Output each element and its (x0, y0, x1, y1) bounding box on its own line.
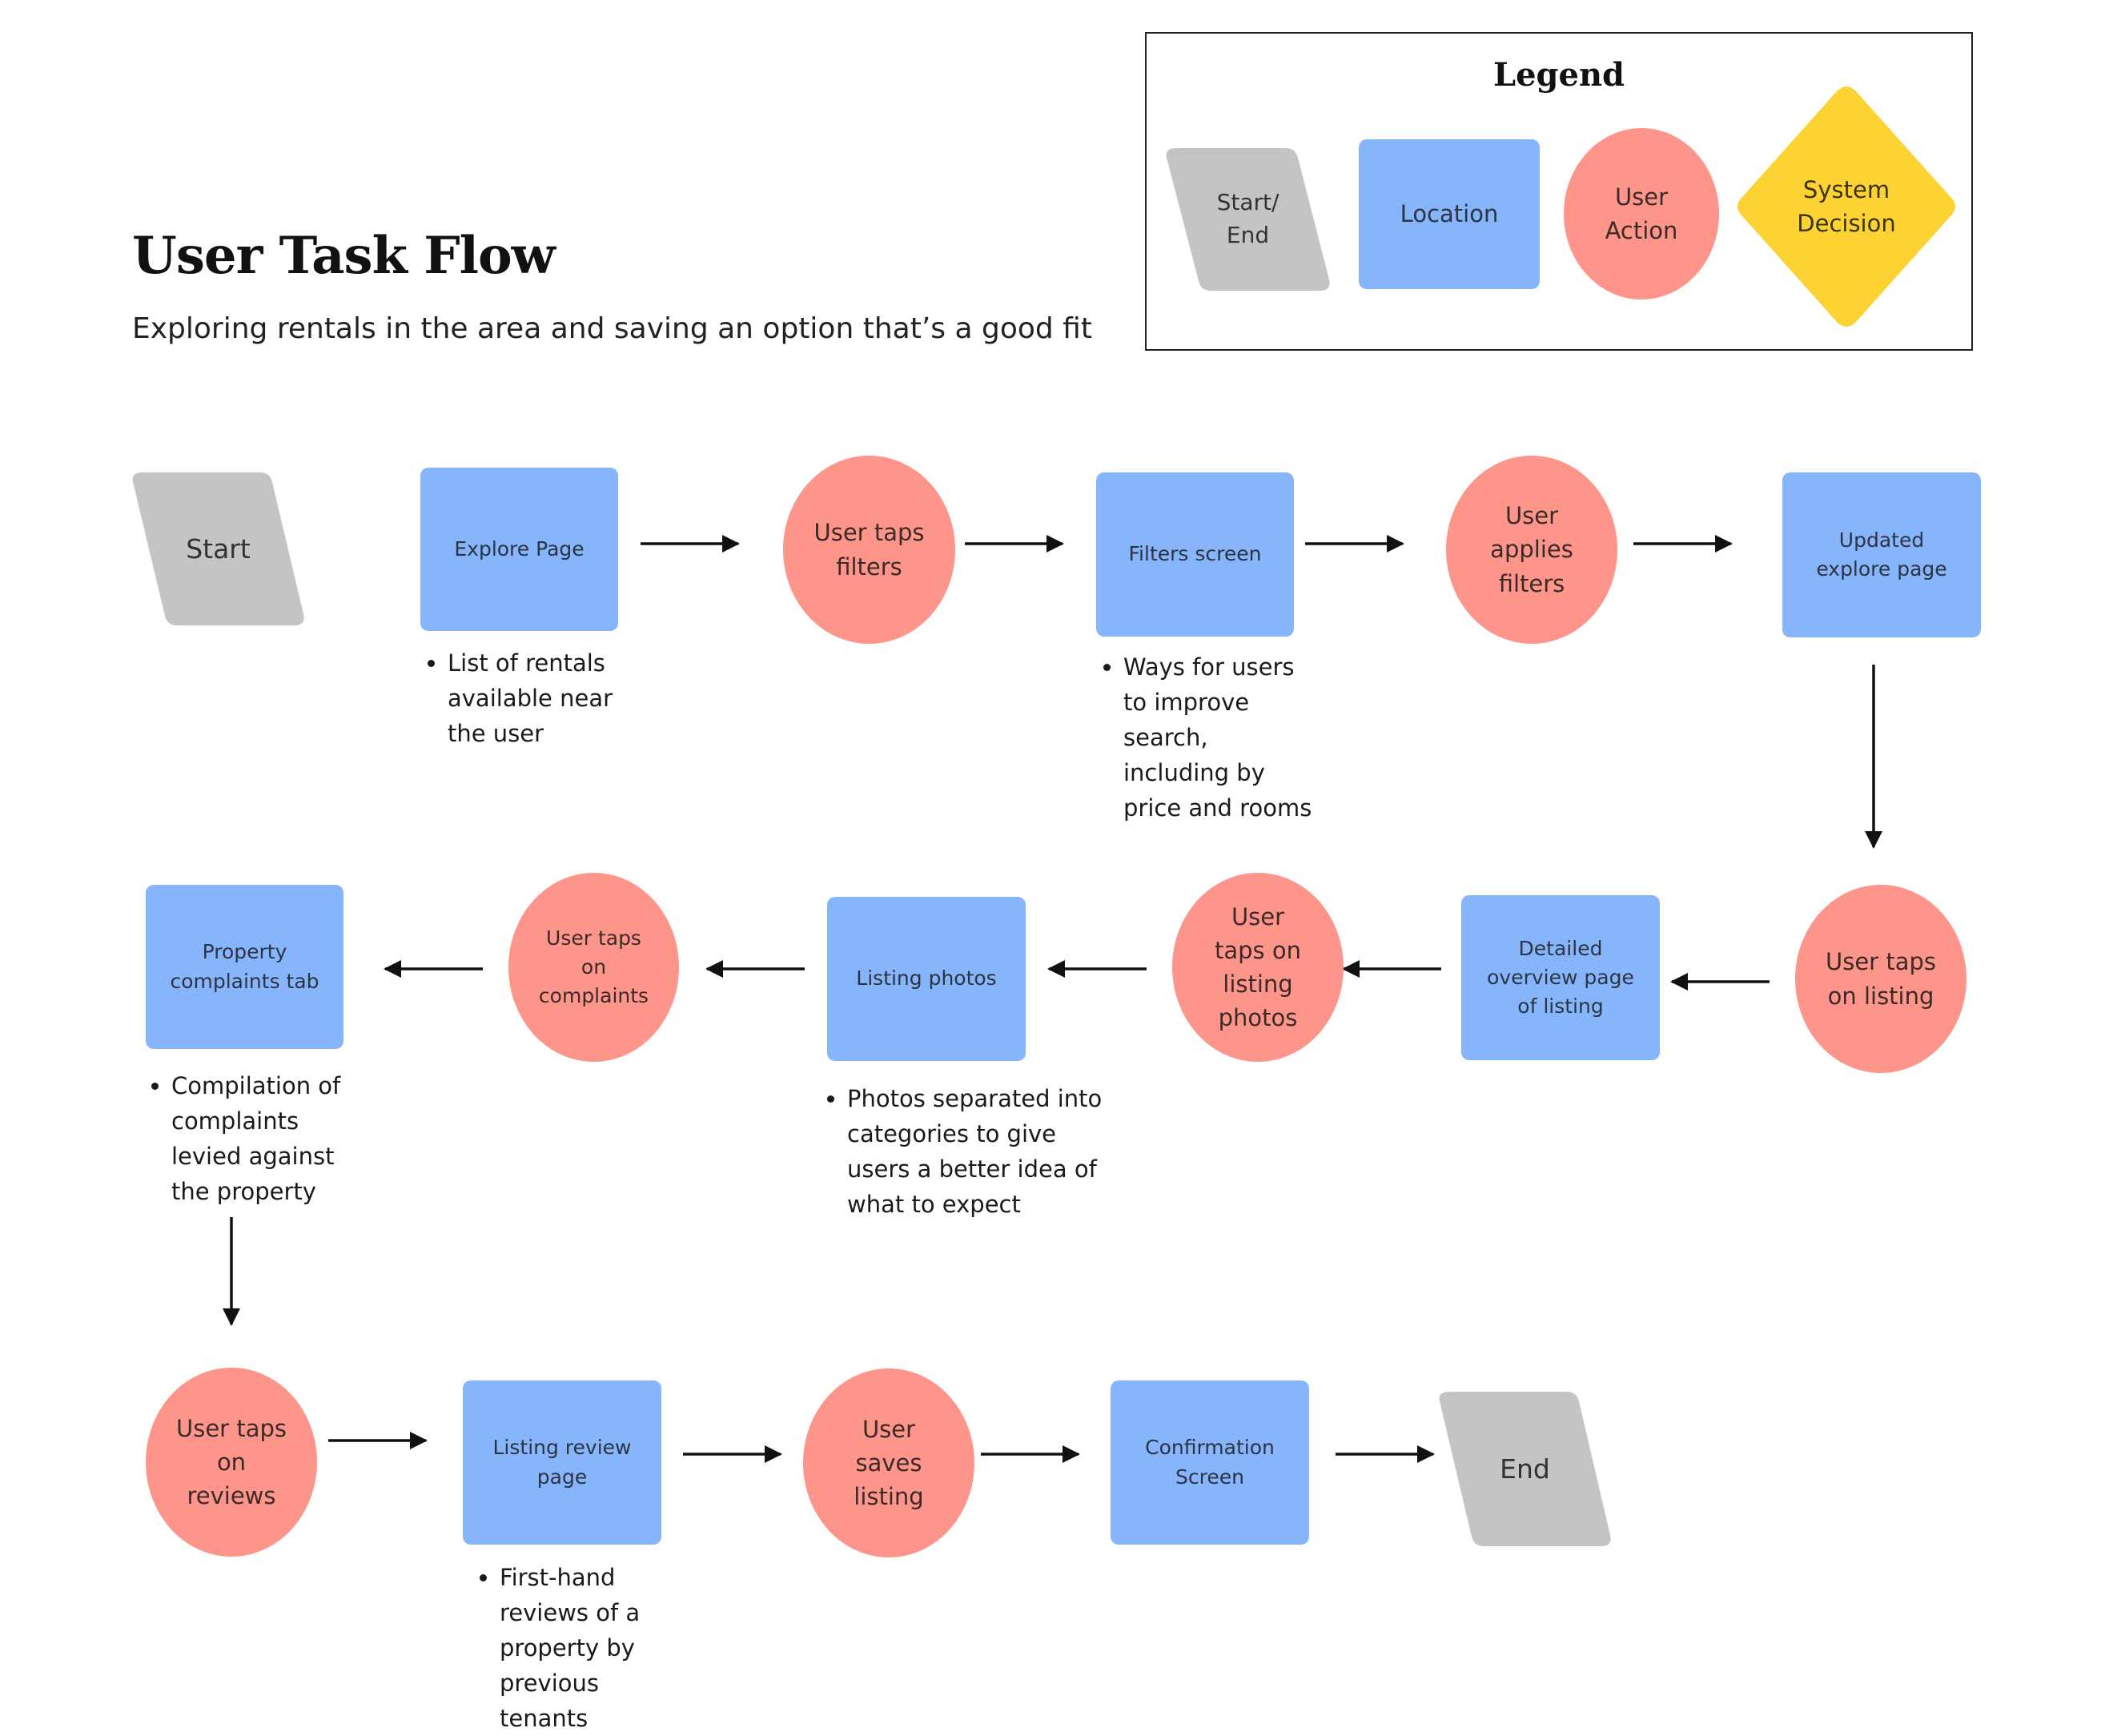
end-label: End (1500, 1453, 1550, 1485)
note-listing-photos: Photos separated into categories to give… (820, 1081, 1124, 1222)
detailed-overview-node: Detailed overview page of listing (1461, 895, 1660, 1060)
page-subtitle: Exploring rentals in the area and saving… (132, 312, 1092, 345)
user-taps-on-listing-node: User taps on listing (1795, 885, 1966, 1073)
legend-start-end-label: Start/ End (1216, 189, 1279, 248)
end-node: End (1439, 1392, 1611, 1546)
legend-user-action: User Action (1564, 128, 1719, 299)
listing-photos-node: Listing photos (827, 897, 1026, 1061)
note-explore-page: List of rentals available near the user (420, 645, 621, 751)
note-property-complaints: Compilation of complaints levied against… (144, 1068, 344, 1209)
user-taps-on-reviews-node: User taps on reviews (146, 1368, 317, 1557)
note-property-complaints-text: Compilation of complaints levied against… (171, 1068, 344, 1209)
note-filters-screen-text: Ways for users to improve search, includ… (1123, 649, 1320, 826)
legend: Legend (1145, 32, 1973, 351)
listing-review-page-node: Listing review page (463, 1380, 661, 1545)
legend-title: Legend (1492, 56, 1625, 94)
user-taps-on-complaints-node: User taps on complaints (508, 873, 679, 1062)
confirmation-screen-node: Confirmation Screen (1111, 1380, 1309, 1545)
legend-system-decision-label: System Decision (1797, 175, 1896, 237)
legend-system-decision: System Decision (1737, 86, 1955, 327)
property-complaints-tab-node: Property complaints tab (146, 885, 343, 1049)
user-taps-on-listing-photos-node: User taps on listing photos (1172, 873, 1344, 1062)
note-listing-review: First-hand reviews of a property by prev… (472, 1560, 689, 1736)
note-explore-page-text: List of rentals available near the user (448, 645, 621, 751)
updated-explore-page-node: Updated explore page (1782, 472, 1981, 637)
filters-screen-node: Filters screen (1096, 472, 1294, 637)
explore-page-node: Explore Page (420, 468, 618, 631)
start-label: Start (186, 532, 251, 565)
user-applies-filters-node: User applies filters (1446, 456, 1617, 644)
legend-start-end: Start/ End (1166, 148, 1330, 291)
user-saves-listing-node: User saves listing (803, 1368, 974, 1557)
page-title: User Task Flow (132, 226, 556, 286)
note-listing-review-text: First-hand reviews of a property by prev… (500, 1560, 689, 1736)
note-listing-photos-text: Photos separated into categories to give… (847, 1081, 1124, 1222)
legend-location: Location (1359, 139, 1540, 289)
note-filters-screen: Ways for users to improve search, includ… (1096, 649, 1320, 826)
start-node: Start (132, 472, 304, 625)
user-taps-filters-node: User taps filters (783, 456, 955, 644)
